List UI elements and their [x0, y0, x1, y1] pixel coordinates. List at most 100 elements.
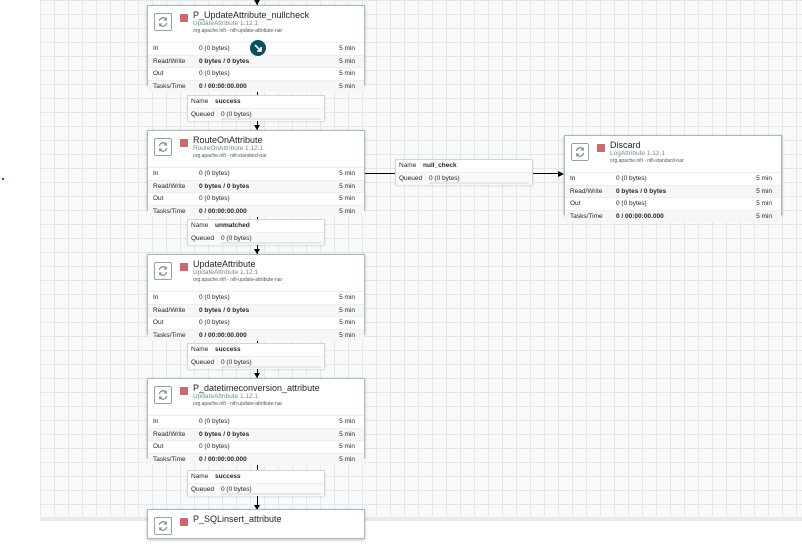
processor-name: Discard	[610, 140, 641, 150]
stopped-state-icon	[180, 139, 188, 147]
stat-window: 5 min	[339, 418, 355, 425]
stat-value: 0 (0 bytes)	[616, 198, 647, 210]
stat-value-text: 0 (0 bytes)	[616, 175, 647, 182]
stat-label: Read/Write	[153, 182, 186, 190]
processor-name: P_UpdateAttribute_nullcheck	[193, 10, 310, 20]
stat-value: 0 (0 bytes)	[616, 173, 647, 185]
stat-row-out: Out 0 (0 bytes) 5 min	[148, 67, 364, 80]
stat-value-text: 0 (0 bytes)	[199, 70, 230, 77]
connection-queued-value: 0 (0 bytes)	[429, 175, 460, 182]
stat-value-text: 0 / 00:00:00.000	[199, 82, 247, 90]
stat-value-text: 0 / 00:00:00.000	[199, 207, 247, 215]
processor-bundle: org.apache.nifi - nifi-standard-nar	[193, 153, 267, 159]
connection-queued-value: 0 (0 bytes)	[221, 111, 252, 118]
stat-label: In	[153, 418, 159, 425]
connection-name: null_check	[423, 162, 457, 169]
connection-arrowhead	[254, 125, 260, 130]
stat-window: 5 min	[339, 70, 355, 77]
move-cursor-icon	[250, 40, 266, 56]
stat-value: 0 (0 bytes)	[199, 441, 230, 453]
stat-window: 5 min	[339, 57, 355, 65]
stat-window: 5 min	[339, 306, 355, 314]
canvas-bottom-edge	[40, 517, 802, 521]
stat-window: 5 min	[339, 443, 355, 450]
stat-value: 0 (0 bytes)	[199, 292, 230, 304]
stat-window: 5 min	[756, 200, 772, 207]
stat-value: 0 bytes / 0 bytes	[616, 186, 666, 198]
stat-value-text: 0 bytes / 0 bytes	[616, 187, 667, 195]
stat-value: 0 / 00:00:00.000	[199, 81, 247, 93]
stat-window: 5 min	[756, 175, 772, 182]
processor-bundle: org.apache.nifi - nifi-update-attribute-…	[193, 28, 283, 34]
stat-value-text: 0 (0 bytes)	[199, 45, 230, 52]
stat-value: 0 (0 bytes)	[199, 193, 230, 205]
processor-name: P_SQLinsert_attribute	[193, 514, 282, 524]
queue-progress-bar	[429, 182, 529, 184]
stat-window: 5 min	[339, 319, 355, 326]
connection-queued-key: Queued	[191, 111, 215, 118]
connection-name-row: Name null_check	[396, 160, 532, 172]
stat-window: 5 min	[339, 207, 355, 215]
stat-label: In	[153, 45, 159, 52]
stat-label: Tasks/Time	[153, 331, 186, 339]
processor-name: RouteOnAttribute	[193, 135, 263, 145]
stat-label: Out	[153, 70, 164, 77]
selection-dot	[2, 178, 4, 180]
stat-label: Out	[153, 195, 164, 202]
stat-label: Read/Write	[153, 430, 186, 438]
connection-queued-value: 0 (0 bytes)	[221, 486, 252, 493]
stat-value: 0 / 00:00:00.000	[199, 206, 247, 218]
stat-value-text: 0 (0 bytes)	[616, 200, 647, 207]
stat-value-text: 0 (0 bytes)	[199, 294, 230, 301]
stat-value: 0 / 00:00:00.000	[616, 211, 664, 223]
connection-name-key: Name	[191, 222, 209, 229]
processor-header: P_SQLinsert_attribute	[148, 510, 364, 546]
connection-queued-key: Queued	[191, 486, 215, 493]
stat-value-text: 0 (0 bytes)	[199, 195, 230, 202]
connection-queued-value: 0 (0 bytes)	[221, 235, 252, 242]
stat-value: 0 bytes / 0 bytes	[199, 429, 249, 441]
connection-arrowhead	[254, 505, 260, 510]
stat-value: 0 (0 bytes)	[199, 416, 230, 428]
connection-name: success	[215, 98, 241, 105]
processor-name: UpdateAttribute	[193, 259, 256, 269]
connection-name-key: Name	[399, 162, 417, 169]
stat-value-text: 0 (0 bytes)	[199, 170, 230, 177]
queue-progress-bar	[221, 366, 321, 368]
stopped-state-icon	[180, 14, 188, 22]
processor-p-sqlinsert-attribute[interactable]: P_SQLinsert_attribute	[147, 509, 365, 539]
stat-window: 5 min	[339, 82, 355, 90]
stat-label: Out	[153, 443, 164, 450]
stat-label: Out	[570, 200, 581, 207]
connection-name-key: Name	[191, 473, 209, 480]
processor-icon	[154, 386, 172, 404]
stopped-state-icon	[180, 263, 188, 271]
stat-label: In	[153, 170, 159, 177]
connection-name: unmatched	[215, 222, 250, 229]
stopped-state-icon	[597, 144, 605, 152]
